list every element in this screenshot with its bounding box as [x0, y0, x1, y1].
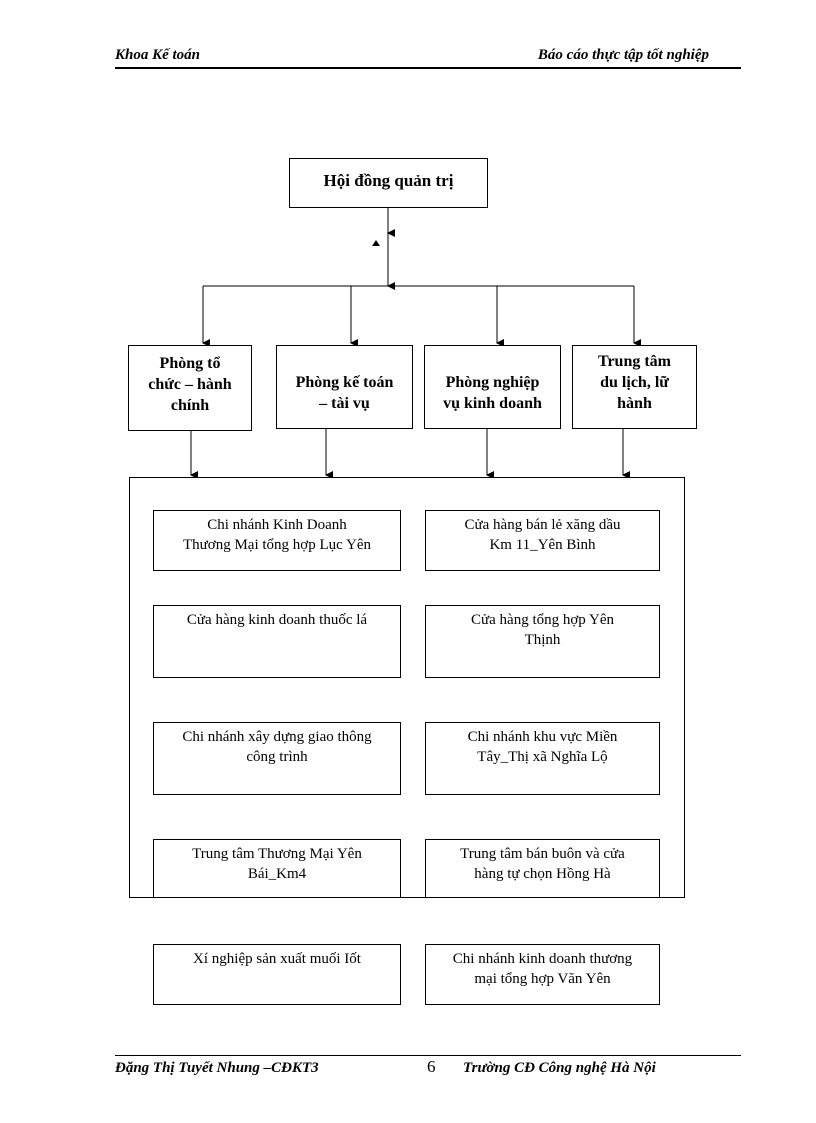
unit-4-line-1: Cửa hàng tổng hợp Yên	[471, 612, 614, 628]
unit-van-yen-branch: Chi nhánh kinh doanh thương mại tổng hợp…	[425, 944, 660, 1005]
board-of-directors-box: Hội đồng quản trị	[289, 158, 488, 208]
dept-1-line-1: Phòng tổ	[159, 355, 221, 372]
dept-4-line-2: du lịch, lữ	[600, 374, 669, 391]
unit-luc-yen-branch: Chi nhánh Kinh Doanh Thương Mại tổng hợp…	[153, 510, 401, 571]
unit-1-line-1: Chi nhánh Kinh Doanh	[207, 517, 347, 533]
unit-9-line-1: Xí nghiệp sản xuất muối Iốt	[193, 951, 361, 967]
unit-fuel-store-km11: Cửa hàng bán lẻ xăng dầu Km 11_Yên Bình	[425, 510, 660, 571]
page-header: Khoa Kế toán Báo cáo thực tập tốt nghiệp	[115, 45, 741, 69]
unit-tobacco-store: Cửa hàng kinh doanh thuốc lá	[153, 605, 401, 678]
unit-1-line-2: Thương Mại tổng hợp Lục Yên	[183, 537, 371, 553]
dept-4-line-1: Trung tâm	[597, 353, 672, 370]
dept-travel-center: Trung tâm du lịch, lữ hành	[572, 345, 697, 429]
dept-3-line-1: Phòng nghiệp	[445, 374, 540, 391]
unit-5-line-2: công trình	[246, 749, 308, 765]
header-faculty: Khoa Kế toán	[115, 47, 201, 63]
unit-10-line-2: mại tổng hợp Văn Yên	[474, 971, 611, 987]
unit-8-line-2: hàng tự chọn Hồng Hà	[474, 866, 611, 882]
unit-yen-bai-trade-center: Trung tâm Thương Mại Yên Bái_Km4	[153, 839, 401, 898]
small-arrowhead-mark	[372, 240, 380, 246]
dept-1-line-3: chính	[170, 397, 210, 414]
footer-author: Đặng Thị Tuyết Nhung –CĐKT3	[115, 1060, 319, 1076]
unit-10-line-1: Chi nhánh kinh doanh thương	[452, 951, 633, 967]
page-footer: Đặng Thị Tuyết Nhung –CĐKT3 6 Trường CĐ …	[115, 1055, 741, 1086]
dept-accounting-finance: Phòng kế toán – tài vụ	[276, 345, 413, 429]
unit-6-line-1: Chi nhánh khu vực Miền	[467, 729, 618, 745]
dept-business-operations: Phòng nghiệp vụ kinh doanh	[424, 345, 561, 429]
header-report-title: Báo cáo thực tập tốt nghiệp	[537, 47, 709, 63]
unit-4-line-2: Thịnh	[524, 632, 561, 648]
dept-2-line-2: – tài vụ	[319, 395, 370, 412]
unit-western-region-branch: Chi nhánh khu vực Miền Tây_Thị xã Nghĩa …	[425, 722, 660, 795]
footer-page-number: 6	[427, 1057, 436, 1076]
unit-construction-branch: Chi nhánh xây dựng giao thông công trình	[153, 722, 401, 795]
unit-8-line-1: Trung tâm bán buôn và cửa	[460, 846, 625, 862]
dept-organization-admin: Phòng tổ chức – hành chính	[128, 345, 252, 431]
dept-4-line-3: hành	[617, 395, 652, 412]
unit-yen-thinh-store: Cửa hàng tổng hợp Yên Thịnh	[425, 605, 660, 678]
unit-6-line-2: Tây_Thị xã Nghĩa Lộ	[477, 749, 608, 765]
unit-hong-ha-wholesale: Trung tâm bán buôn và cửa hàng tự chọn H…	[425, 839, 660, 898]
unit-2-line-1: Cửa hàng bán lẻ xăng dầu	[464, 517, 621, 533]
dept-1-line-2: chức – hành	[148, 376, 232, 393]
unit-7-line-1: Trung tâm Thương Mại Yên	[192, 846, 362, 862]
dept-2-line-1: Phòng kế toán	[295, 374, 394, 391]
dept-3-line-2: vụ kinh doanh	[443, 395, 542, 412]
unit-3-line-1: Cửa hàng kinh doanh thuốc lá	[186, 612, 368, 628]
unit-5-line-1: Chi nhánh xây dựng giao thông	[182, 729, 372, 745]
unit-2-line-2: Km 11_Yên Bình	[489, 537, 596, 553]
footer-school: Trường CĐ Công nghệ Hà Nội	[463, 1060, 656, 1076]
unit-iodized-salt-factory: Xí nghiệp sản xuất muối Iốt	[153, 944, 401, 1005]
unit-7-line-2: Bái_Km4	[247, 866, 307, 882]
